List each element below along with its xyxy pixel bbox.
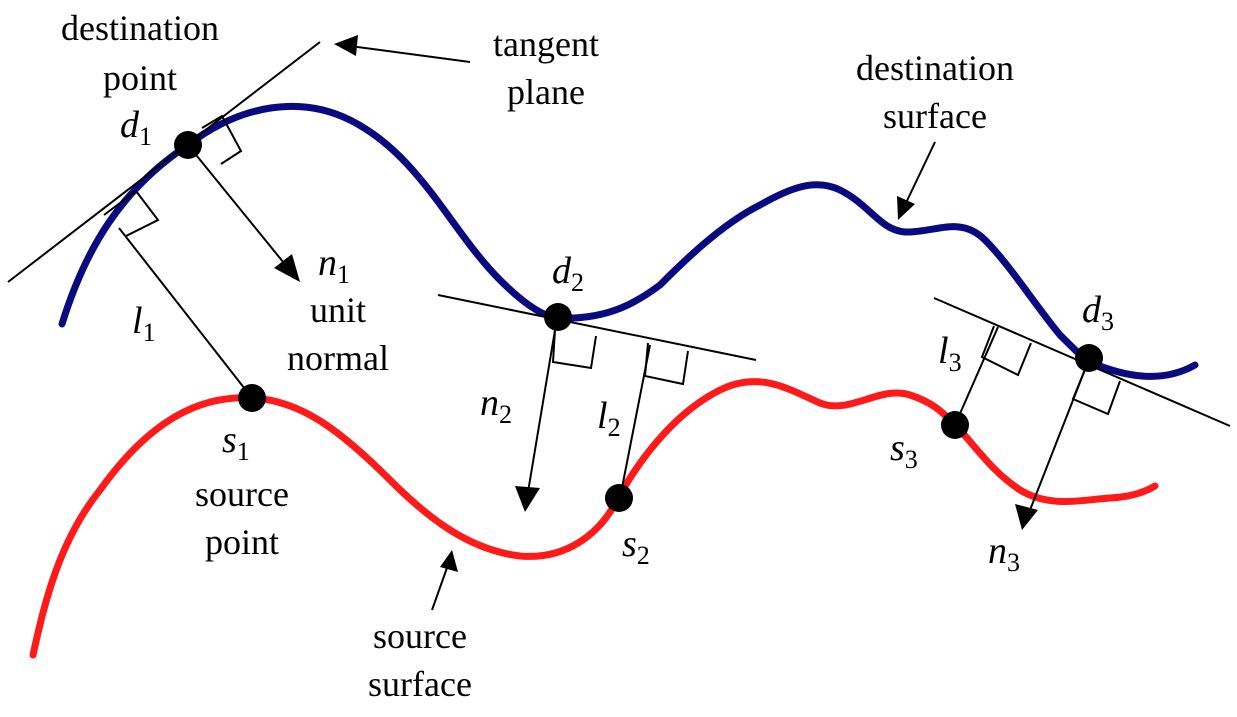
symbol-n2: n2	[480, 382, 512, 429]
destination-point-label-line2: point	[103, 58, 177, 98]
symbol-s1: s1	[222, 419, 250, 466]
symbol-n1: n1	[318, 242, 350, 289]
source-surface-label-line1: source	[373, 616, 467, 656]
tangent-line-2	[437, 294, 757, 361]
destination-surface-label-line1: destination	[856, 48, 1014, 88]
tangent-plane-label-line1: tangent	[493, 24, 599, 64]
symbol-l3: l3	[938, 330, 962, 377]
tangent-line-1	[7, 41, 321, 283]
destination-surface-pointer-head	[897, 196, 915, 220]
destination-point-label-line1: destination	[61, 8, 219, 48]
source-surface-pointer-head	[440, 550, 458, 572]
point-d3	[1075, 344, 1103, 372]
point-d2	[544, 303, 572, 331]
distance-line-l1	[118, 227, 253, 399]
symbol-s3: s3	[890, 427, 918, 474]
arrowhead-n2	[515, 486, 540, 512]
point-s3	[941, 411, 969, 439]
point-s2	[605, 484, 633, 512]
right-angle-marker-l1	[103, 189, 160, 237]
destination-surface-label-line2: surface	[883, 96, 987, 136]
arrowhead-n1	[274, 254, 300, 282]
source-surface-label-line2: surface	[368, 664, 472, 704]
right-angle-marker-l3	[980, 325, 1032, 377]
tangent-plane-pointer-head	[334, 35, 358, 56]
tangent-plane-label-line2: plane	[507, 72, 585, 112]
normal-line-n3	[1029, 366, 1087, 511]
distance-line-l2	[619, 344, 651, 499]
source-surface-pointer	[431, 564, 449, 611]
symbol-d2: d2	[552, 250, 584, 297]
normal-line-n2	[527, 329, 556, 493]
symbol-n3: n3	[988, 530, 1020, 577]
symbol-l1: l1	[132, 300, 156, 347]
tangent-plane-pointer	[349, 45, 471, 63]
right-angle-marker-d2	[551, 329, 597, 370]
unit-normal-label-line2: normal	[287, 338, 389, 378]
destination-surface-curve	[58, 102, 1199, 380]
symbol-s2: s2	[622, 523, 650, 570]
destination-surface-pointer	[904, 141, 936, 206]
right-angle-marker-d1	[201, 114, 243, 165]
unit-normal-label-line1: unit	[310, 290, 366, 330]
symbol-l2: l2	[597, 395, 621, 442]
source-point-label-line2: point	[205, 522, 279, 562]
symbol-d3: d3	[1082, 289, 1114, 336]
right-angle-marker-l2	[643, 342, 689, 386]
symbol-d1: d1	[120, 104, 152, 151]
source-point-label-line1: source	[195, 474, 289, 514]
point-s1	[238, 384, 266, 412]
distance-line-l3	[954, 326, 999, 426]
source-surface-curve	[29, 378, 1159, 659]
point-d1	[174, 131, 202, 159]
arrowhead-n3	[1015, 504, 1038, 530]
normal-line-n1	[187, 144, 289, 269]
